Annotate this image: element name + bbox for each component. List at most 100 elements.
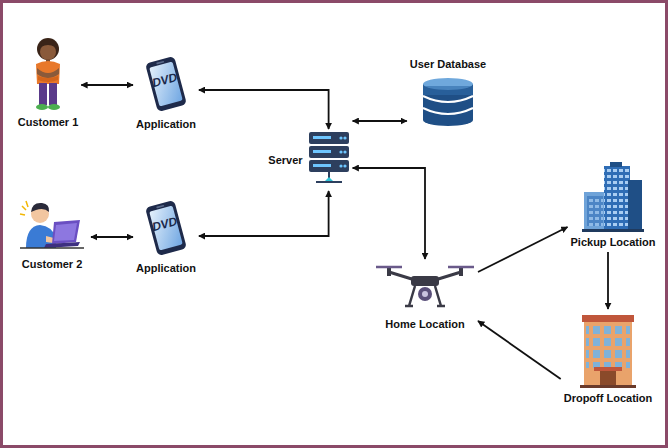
icon-rect-part <box>309 146 349 158</box>
icon-rect-part <box>580 385 636 388</box>
icon-circle-part <box>40 44 56 60</box>
node-label: User Database <box>410 58 486 71</box>
connector-arrow <box>478 321 561 379</box>
icon-svg-part <box>580 312 636 388</box>
icon-rect-part <box>149 206 183 251</box>
icon-svg-part <box>582 162 644 232</box>
icon-rect-part <box>586 324 630 368</box>
icon-rect-part <box>594 367 622 371</box>
icon-path-part <box>54 223 77 241</box>
phone-screen: DVD <box>138 198 194 258</box>
icon-circle-part <box>339 136 342 139</box>
icon-rect-part <box>411 276 439 286</box>
icon-circle-part <box>339 150 342 153</box>
node-label: Customer 2 <box>22 258 83 271</box>
node-label: Application <box>136 262 196 275</box>
node-label: Application <box>136 118 196 131</box>
icon-path-part <box>52 220 80 244</box>
icon-node: Dropoff Location <box>564 312 653 405</box>
icon-rect-part <box>584 192 606 230</box>
icon-rect-part <box>604 166 630 230</box>
icon-circle-part <box>418 287 432 301</box>
icon-rect-part <box>49 83 57 105</box>
icon-path-part <box>37 68 59 78</box>
db-icon <box>420 77 476 127</box>
icon-path-part <box>316 172 342 182</box>
phone-icon: DVD <box>138 198 194 258</box>
icon-node: DVD Application <box>136 198 196 275</box>
icon-rect-part <box>459 268 463 276</box>
icon-rect-part <box>156 205 164 209</box>
icon-rect-part <box>309 160 349 172</box>
icon-svg-part <box>23 36 73 112</box>
app-logo: DVD <box>151 70 179 90</box>
icon-svg-part <box>308 132 350 188</box>
icon-path-part <box>376 266 474 269</box>
icon-svg-part <box>420 77 476 127</box>
icon-node: Pickup Location <box>571 162 656 249</box>
node-label: Dropoff Location <box>564 392 653 405</box>
icon-node: Home Location <box>375 262 475 331</box>
icon-rect-part <box>145 56 187 112</box>
woman-icon <box>23 36 73 112</box>
icon-path-part <box>41 39 55 47</box>
icon-rect-part <box>423 86 473 95</box>
icon-rect-part <box>145 200 187 256</box>
phone-icon: DVD <box>138 54 194 114</box>
icon-ellipse-part <box>48 104 60 110</box>
house-icon <box>580 312 636 388</box>
icon-rect-part <box>387 268 391 276</box>
icon-path-part <box>44 242 80 248</box>
icon-ellipse-part <box>36 104 48 110</box>
icon-path-part <box>325 177 333 181</box>
connector-arrow <box>607 252 609 309</box>
icon-rect-part <box>628 180 642 230</box>
icon-node: User Database <box>410 58 486 127</box>
node-label: Server <box>268 154 302 167</box>
icon-g-part <box>145 56 187 112</box>
icon-node: DVD Application <box>136 54 196 131</box>
icon-rect-part <box>313 136 331 139</box>
icon-svg-part <box>375 262 475 314</box>
icon-circle-part <box>339 164 342 167</box>
icon-ellipse-part <box>423 114 473 126</box>
icon-circle-part <box>343 136 346 139</box>
icon-rect-part <box>309 132 349 144</box>
icon-rect-part <box>39 83 47 105</box>
icon-node: Customer 2 <box>16 198 88 271</box>
icon-node: Customer 1 <box>18 36 79 129</box>
icon-rect-part <box>582 315 634 322</box>
icon-rect-part <box>600 370 616 386</box>
node-label: Home Location <box>385 318 464 331</box>
phone-screen: DVD <box>138 54 194 114</box>
connector-arrow <box>353 168 425 259</box>
icon-node: Server <box>268 132 349 188</box>
icon-rect-part <box>149 62 183 107</box>
icon-rect-part <box>423 84 473 120</box>
icon-path-part <box>423 108 473 114</box>
icon-path-part <box>36 61 60 84</box>
connector-arrow <box>199 191 329 236</box>
icon-g-part <box>145 200 187 256</box>
icon-rect-part <box>313 164 331 167</box>
connector-arrow <box>91 236 133 238</box>
icon-svg-part <box>16 198 88 254</box>
tower-icon <box>582 162 644 232</box>
icon-rect-part <box>156 61 164 65</box>
server-icon <box>308 132 350 188</box>
icon-rect-part <box>587 196 603 226</box>
icon-path-part <box>31 203 49 212</box>
icon-circle-part <box>422 291 428 297</box>
man-icon <box>16 198 88 254</box>
connector-arrow <box>81 84 133 86</box>
node-label: Customer 1 <box>18 116 79 129</box>
app-logo: DVD <box>151 214 179 234</box>
connector-arrow <box>478 227 568 272</box>
connector-arrow <box>199 90 329 129</box>
connector-arrow <box>353 120 407 122</box>
icon-path-part <box>405 286 445 306</box>
icon-path-part <box>20 201 28 215</box>
icon-path-part <box>423 96 473 102</box>
